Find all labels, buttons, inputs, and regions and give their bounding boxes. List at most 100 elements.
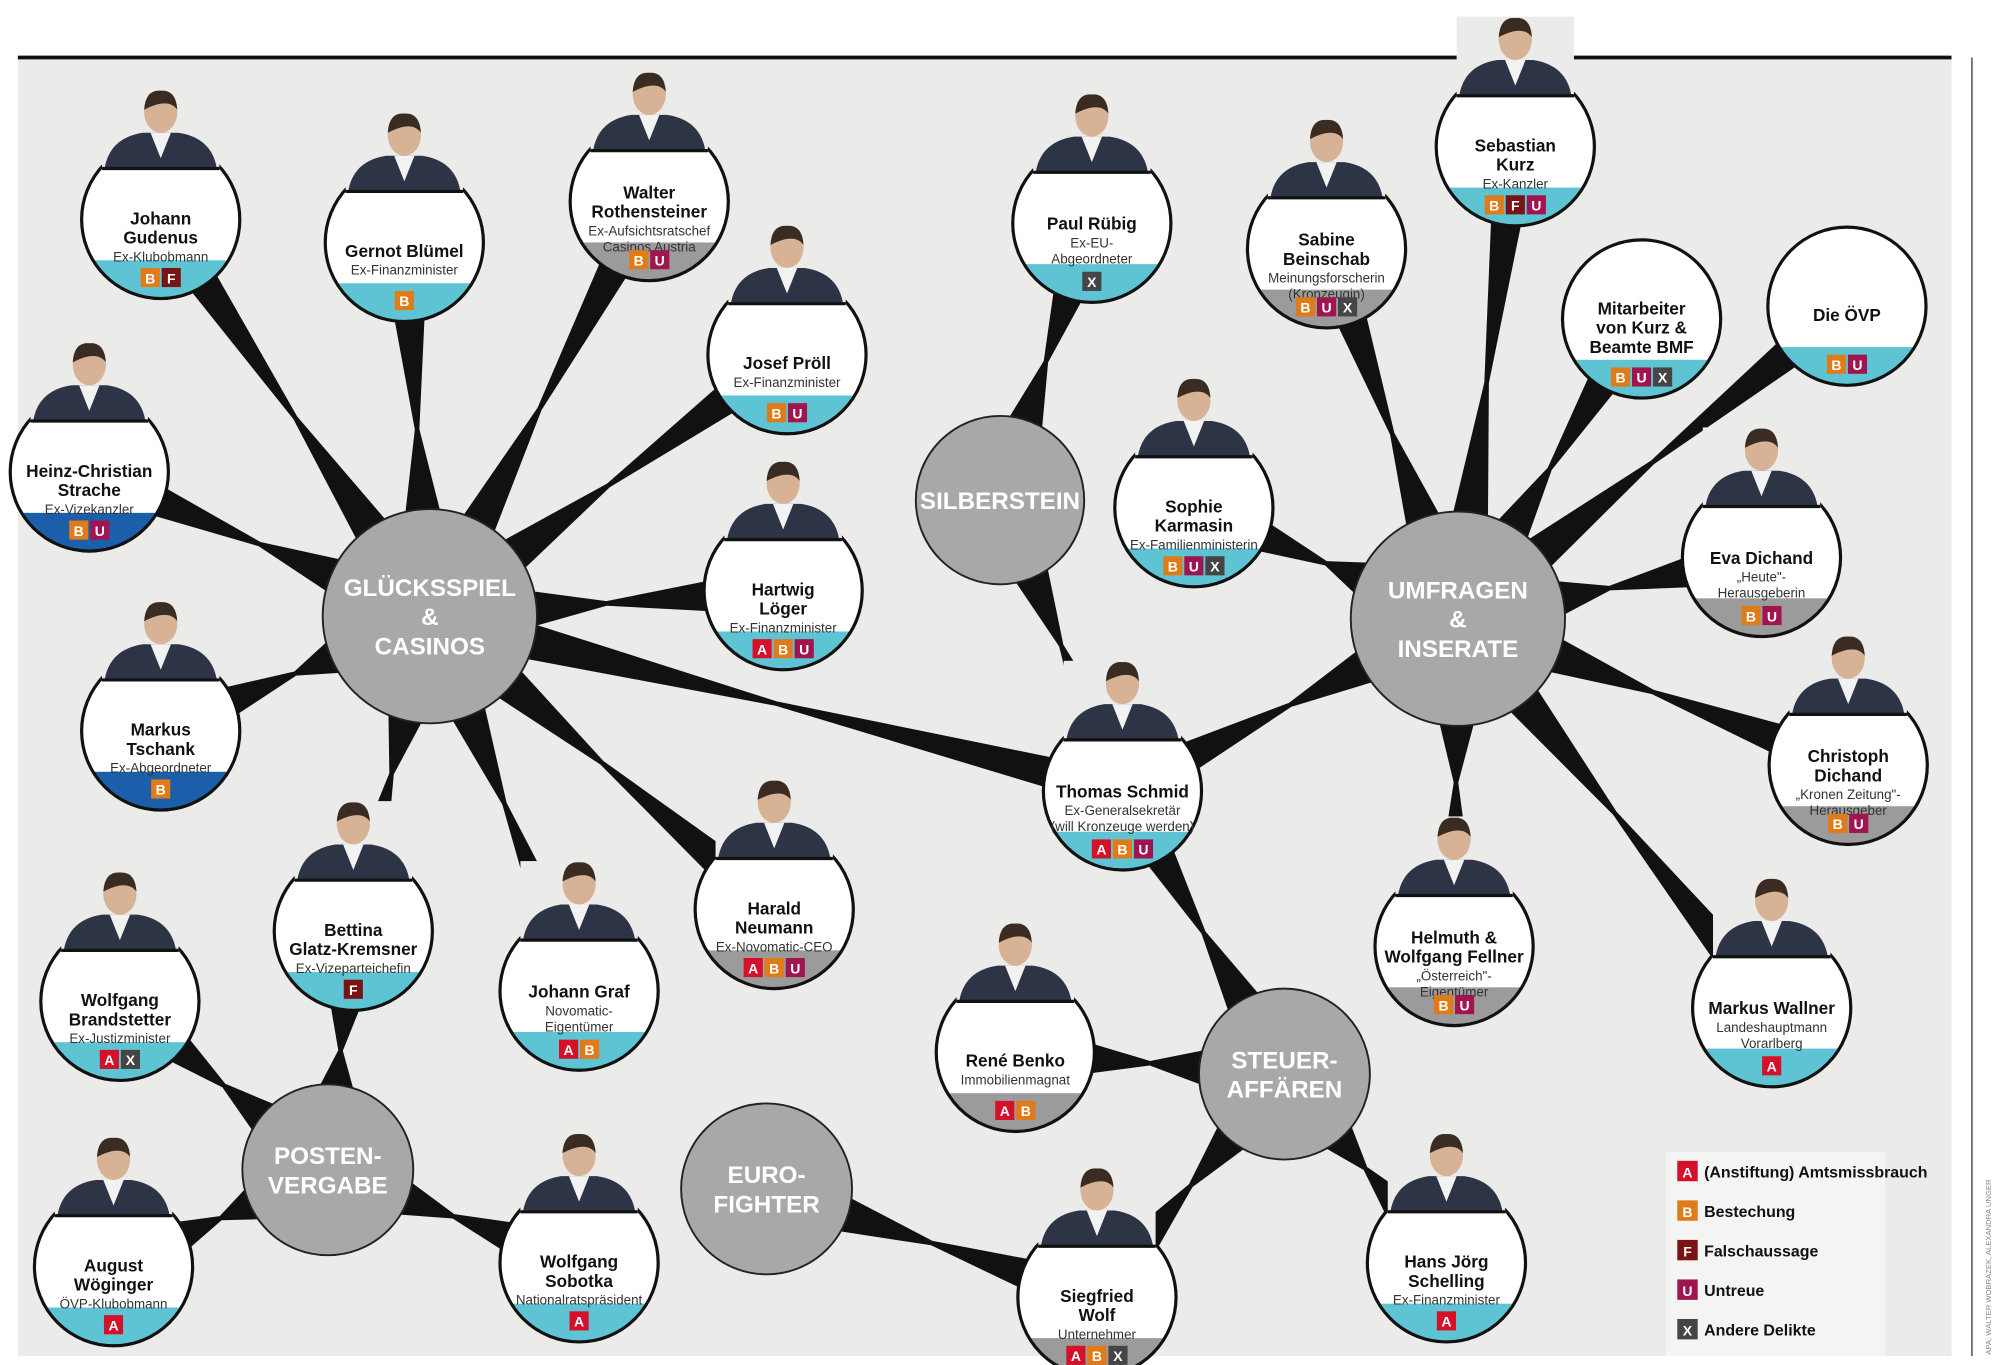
svg-text:B: B <box>399 293 409 309</box>
badge-A: A <box>1436 1311 1456 1331</box>
person-name: Wolfgang Fellner <box>1384 946 1524 966</box>
person-outline <box>1766 225 1928 387</box>
badge-U: U <box>1632 367 1652 387</box>
portrait-photo <box>30 341 148 423</box>
svg-text:B: B <box>1489 198 1499 214</box>
svg-text:U: U <box>1531 198 1541 214</box>
person-circle <box>704 511 863 670</box>
portrait-photo <box>520 861 638 942</box>
legend-label: (Anstiftung) Amtsmissbrauch <box>1704 1164 1927 1181</box>
legend-swatch <box>1677 1279 1698 1300</box>
person-circle <box>500 912 659 1071</box>
person-name: Eva Dichand <box>1710 548 1813 568</box>
badge-F: F <box>161 267 181 288</box>
person-outline <box>1560 238 1723 400</box>
svg-text:B: B <box>634 252 644 268</box>
person-role: Casinos Austria <box>603 239 696 254</box>
svg-text:F: F <box>1683 1243 1692 1259</box>
person-name: Josef Pröll <box>743 353 831 373</box>
hub-circle <box>1198 987 1371 1161</box>
legend-label: Untreue <box>1704 1283 1764 1300</box>
badge-U: U <box>1133 839 1154 859</box>
hub-steuer[interactable]: STEUER-AFFÄREN <box>1198 987 1371 1161</box>
hub-posten[interactable]: POSTEN-VERGABE <box>241 1083 415 1257</box>
svg-text:A: A <box>1096 842 1106 858</box>
person-name: Glatz-Kremsner <box>289 939 417 959</box>
hub-circle <box>241 1083 415 1257</box>
badge-B: B <box>1016 1100 1036 1120</box>
portrait-photo <box>1038 1167 1156 1248</box>
hub-circle <box>914 414 1086 586</box>
svg-text:U: U <box>655 252 665 268</box>
badge-X: X <box>1338 297 1358 317</box>
portrait-photo <box>61 871 179 952</box>
hub-gluecksspiel[interactable]: GLÜCKSSPIEL&CASINOS <box>321 508 538 725</box>
connection-gluecksspiel-gudenus <box>189 272 388 542</box>
person-circle <box>1562 239 1721 399</box>
hub-label: & <box>421 604 439 631</box>
person-fellner[interactable]: Helmuth &Wolfgang Fellner„Österreich"-Ei… <box>1373 816 1535 1066</box>
connection-umfragen-wallner <box>1508 686 1738 960</box>
person-circle <box>40 922 199 1081</box>
person-role: Ex-EU- <box>1070 236 1113 251</box>
person-role: Ex-Finanzminister <box>733 375 841 390</box>
svg-text:A: A <box>563 1042 573 1058</box>
svg-text:U: U <box>1767 608 1777 624</box>
person-role: Herausgeberin <box>1718 586 1806 601</box>
hub-circle <box>1349 510 1567 727</box>
person-circle <box>34 1187 193 1346</box>
svg-text:U: U <box>790 960 800 976</box>
person-name: Sobotka <box>545 1271 613 1291</box>
portrait-photo <box>956 922 1074 1003</box>
person-name: Kurz <box>1496 155 1534 175</box>
person-circle <box>695 830 854 989</box>
svg-text:A: A <box>104 1052 114 1068</box>
hub-umfragen[interactable]: UMFRAGEN&INSERATE <box>1349 510 1567 727</box>
person-circle <box>1769 686 1928 845</box>
person-name: Wöginger <box>74 1275 154 1295</box>
portrait-photo <box>345 112 464 194</box>
badge-A: A <box>99 1049 119 1069</box>
svg-text:B: B <box>1021 1103 1031 1119</box>
connection-eurofighter-wolf <box>837 1196 1032 1289</box>
legend-box <box>1665 1151 1886 1356</box>
portrait-photo <box>1713 877 1831 959</box>
person-name: Paul Rübig <box>1047 214 1137 234</box>
person-glatz[interactable]: BettinaGlatz-KremsnerEx-Vizeparteichefin… <box>272 801 434 1051</box>
person-name: Siegfried <box>1060 1286 1134 1306</box>
legend-swatch <box>1677 1239 1698 1261</box>
badge-B: B <box>69 520 89 540</box>
svg-text:F: F <box>167 270 176 286</box>
badge-F: F <box>343 979 363 999</box>
hub-silberstein[interactable]: SILBERSTEIN <box>914 414 1086 586</box>
hub-eurofighter[interactable]: EURO-FIGHTER <box>680 1102 853 1276</box>
hub-label: UMFRAGEN <box>1388 577 1528 604</box>
badge-B: B <box>140 267 160 288</box>
svg-text:X: X <box>1683 1323 1693 1339</box>
person-beinschab[interactable]: SabineBeinschabMeinungsforscherin(Kronze… <box>1245 118 1408 369</box>
person-role: Meinungsforscherin <box>1268 271 1385 286</box>
hub-label: CASINOS <box>375 633 485 660</box>
legend-swatch <box>1677 1318 1698 1340</box>
connection-steuer-benko <box>1087 1043 1206 1086</box>
portrait-photo <box>102 600 220 682</box>
person-rothensteiner[interactable]: WalterRothensteinerEx-AufsichtsratschefC… <box>568 71 730 322</box>
